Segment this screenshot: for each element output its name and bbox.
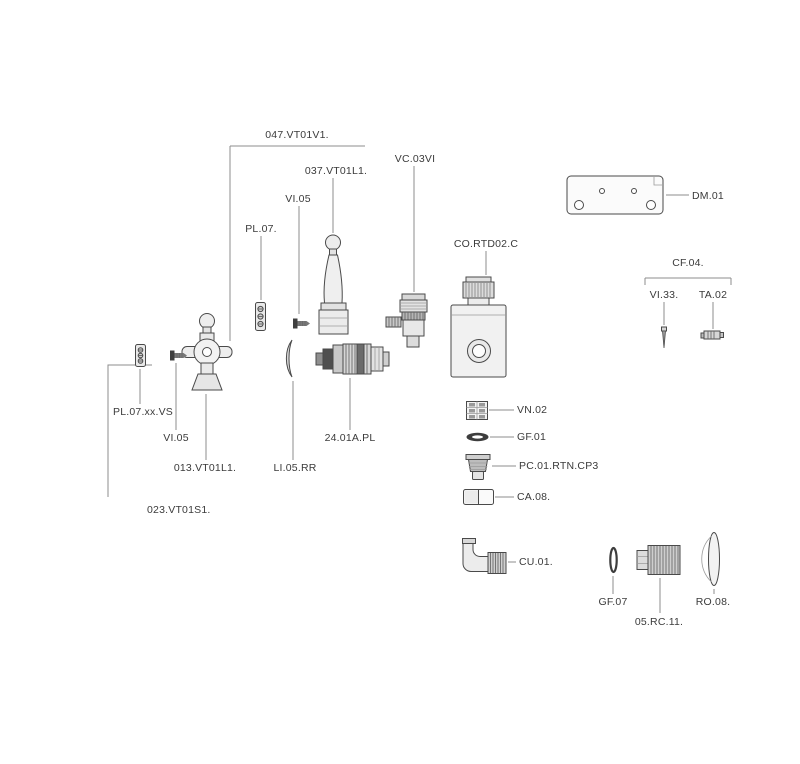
part-gf01-gasket <box>466 432 489 442</box>
part-vn02-valve <box>466 401 488 420</box>
part-vc03-cartridge <box>385 293 428 348</box>
label-filter-pc01: PC.01.RTN.CP3 <box>519 460 598 472</box>
part-pl07xx-strip <box>135 344 146 367</box>
label-handle-013: 013.VT01L1. <box>174 462 236 474</box>
part-ro08-washer <box>701 532 720 586</box>
label-needle-vi33: VI.33. <box>650 289 679 301</box>
part-gf07-oring <box>609 546 618 574</box>
bracket-cf04 <box>644 277 732 285</box>
part-05rc11-nipple <box>636 545 681 575</box>
label-body-rtd02: CO.RTD02.C <box>454 238 518 250</box>
label-plug-ta02: TA.02 <box>699 289 727 301</box>
label-bracket-dm01: DM.01 <box>692 190 724 202</box>
label-group-cf04: CF.04. <box>672 257 704 269</box>
part-2401-cartridge <box>315 343 390 375</box>
part-pc01-filter <box>465 454 491 480</box>
label-screw-vi05-top: VI.05 <box>285 193 311 205</box>
label-cartridge-2401: 24.01A.PL <box>325 432 376 444</box>
label-group-047: 047.VT01V1. <box>265 129 329 141</box>
label-valve-vn02: VN.02 <box>517 404 547 416</box>
part-rtd02-valve-body <box>450 276 507 378</box>
part-cu01-elbow <box>462 538 507 574</box>
label-elbow-cu01: CU.01. <box>519 556 553 568</box>
bracket-023 <box>107 364 152 497</box>
label-cartridge-vc03: VC.03VI <box>395 153 436 165</box>
part-vi05-screw-bottom <box>170 350 187 361</box>
label-washer-ro08: RO.08. <box>696 596 730 608</box>
part-vi33-needle <box>661 326 667 349</box>
part-labels: 047.VT01V1. 037.VT01L1. VC.03VI VI.05 PL… <box>113 129 730 628</box>
part-pl07-screw-strip <box>255 302 266 331</box>
part-dm01-bracket-plate <box>566 175 664 215</box>
part-ca08-sleeve <box>463 489 494 505</box>
part-li05-clip <box>285 339 293 378</box>
part-013-cross-handle <box>181 313 233 391</box>
label-sleeve-ca08: CA.08. <box>517 491 550 503</box>
label-strip-pl07xx: PL.07.xx.VS <box>113 406 173 418</box>
label-gasket-gf01: GF.01 <box>517 431 546 443</box>
part-ta02-plug <box>700 330 724 340</box>
bracket-047 <box>229 145 365 341</box>
label-plate-pl07: PL.07. <box>245 223 277 235</box>
label-screw-vi05-bottom: VI.05 <box>163 432 189 444</box>
part-vi05-screw-top <box>293 318 310 329</box>
part-037-lever-handle <box>318 234 349 335</box>
label-group-023: 023.VT01S1. <box>147 504 211 516</box>
label-nipple-05rc11: 05.RC.11. <box>635 616 683 628</box>
label-oring-gf07: GF.07 <box>598 596 627 608</box>
label-clip-li05: LI.05.RR <box>273 462 316 474</box>
label-handle-037: 037.VT01L1. <box>305 165 367 177</box>
